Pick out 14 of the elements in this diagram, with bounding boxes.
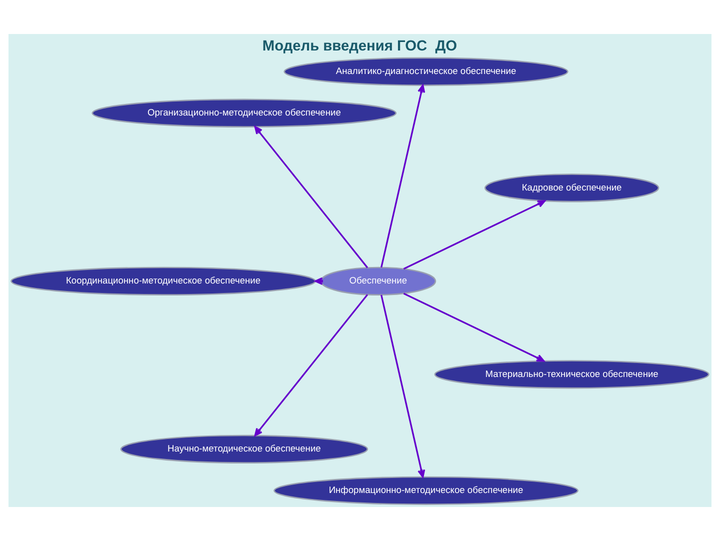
arrow [380,294,426,478]
node-ellipse: Аналитико-диагностическое обеспечение [284,56,568,86]
node-ellipse: Кадровое обеспечение [484,173,660,202]
arrow [254,294,368,436]
node-ellipse: Информационно-методическое обеспечение [274,476,578,504]
diagram-title: Модель введения ГОС ДО [262,38,458,54]
node-ellipse: Координационно-методическое обеспечение [10,266,316,295]
node-ellipse: Научно-методическое обеспечение [120,434,368,463]
arrow [403,292,545,362]
arrow [380,84,426,268]
arrow [403,200,546,270]
node-ellipse: Материально-техническое обеспечение [434,360,710,388]
node-ellipse: Организационно-методическое обеспечение [92,98,397,127]
arrow [254,126,368,268]
